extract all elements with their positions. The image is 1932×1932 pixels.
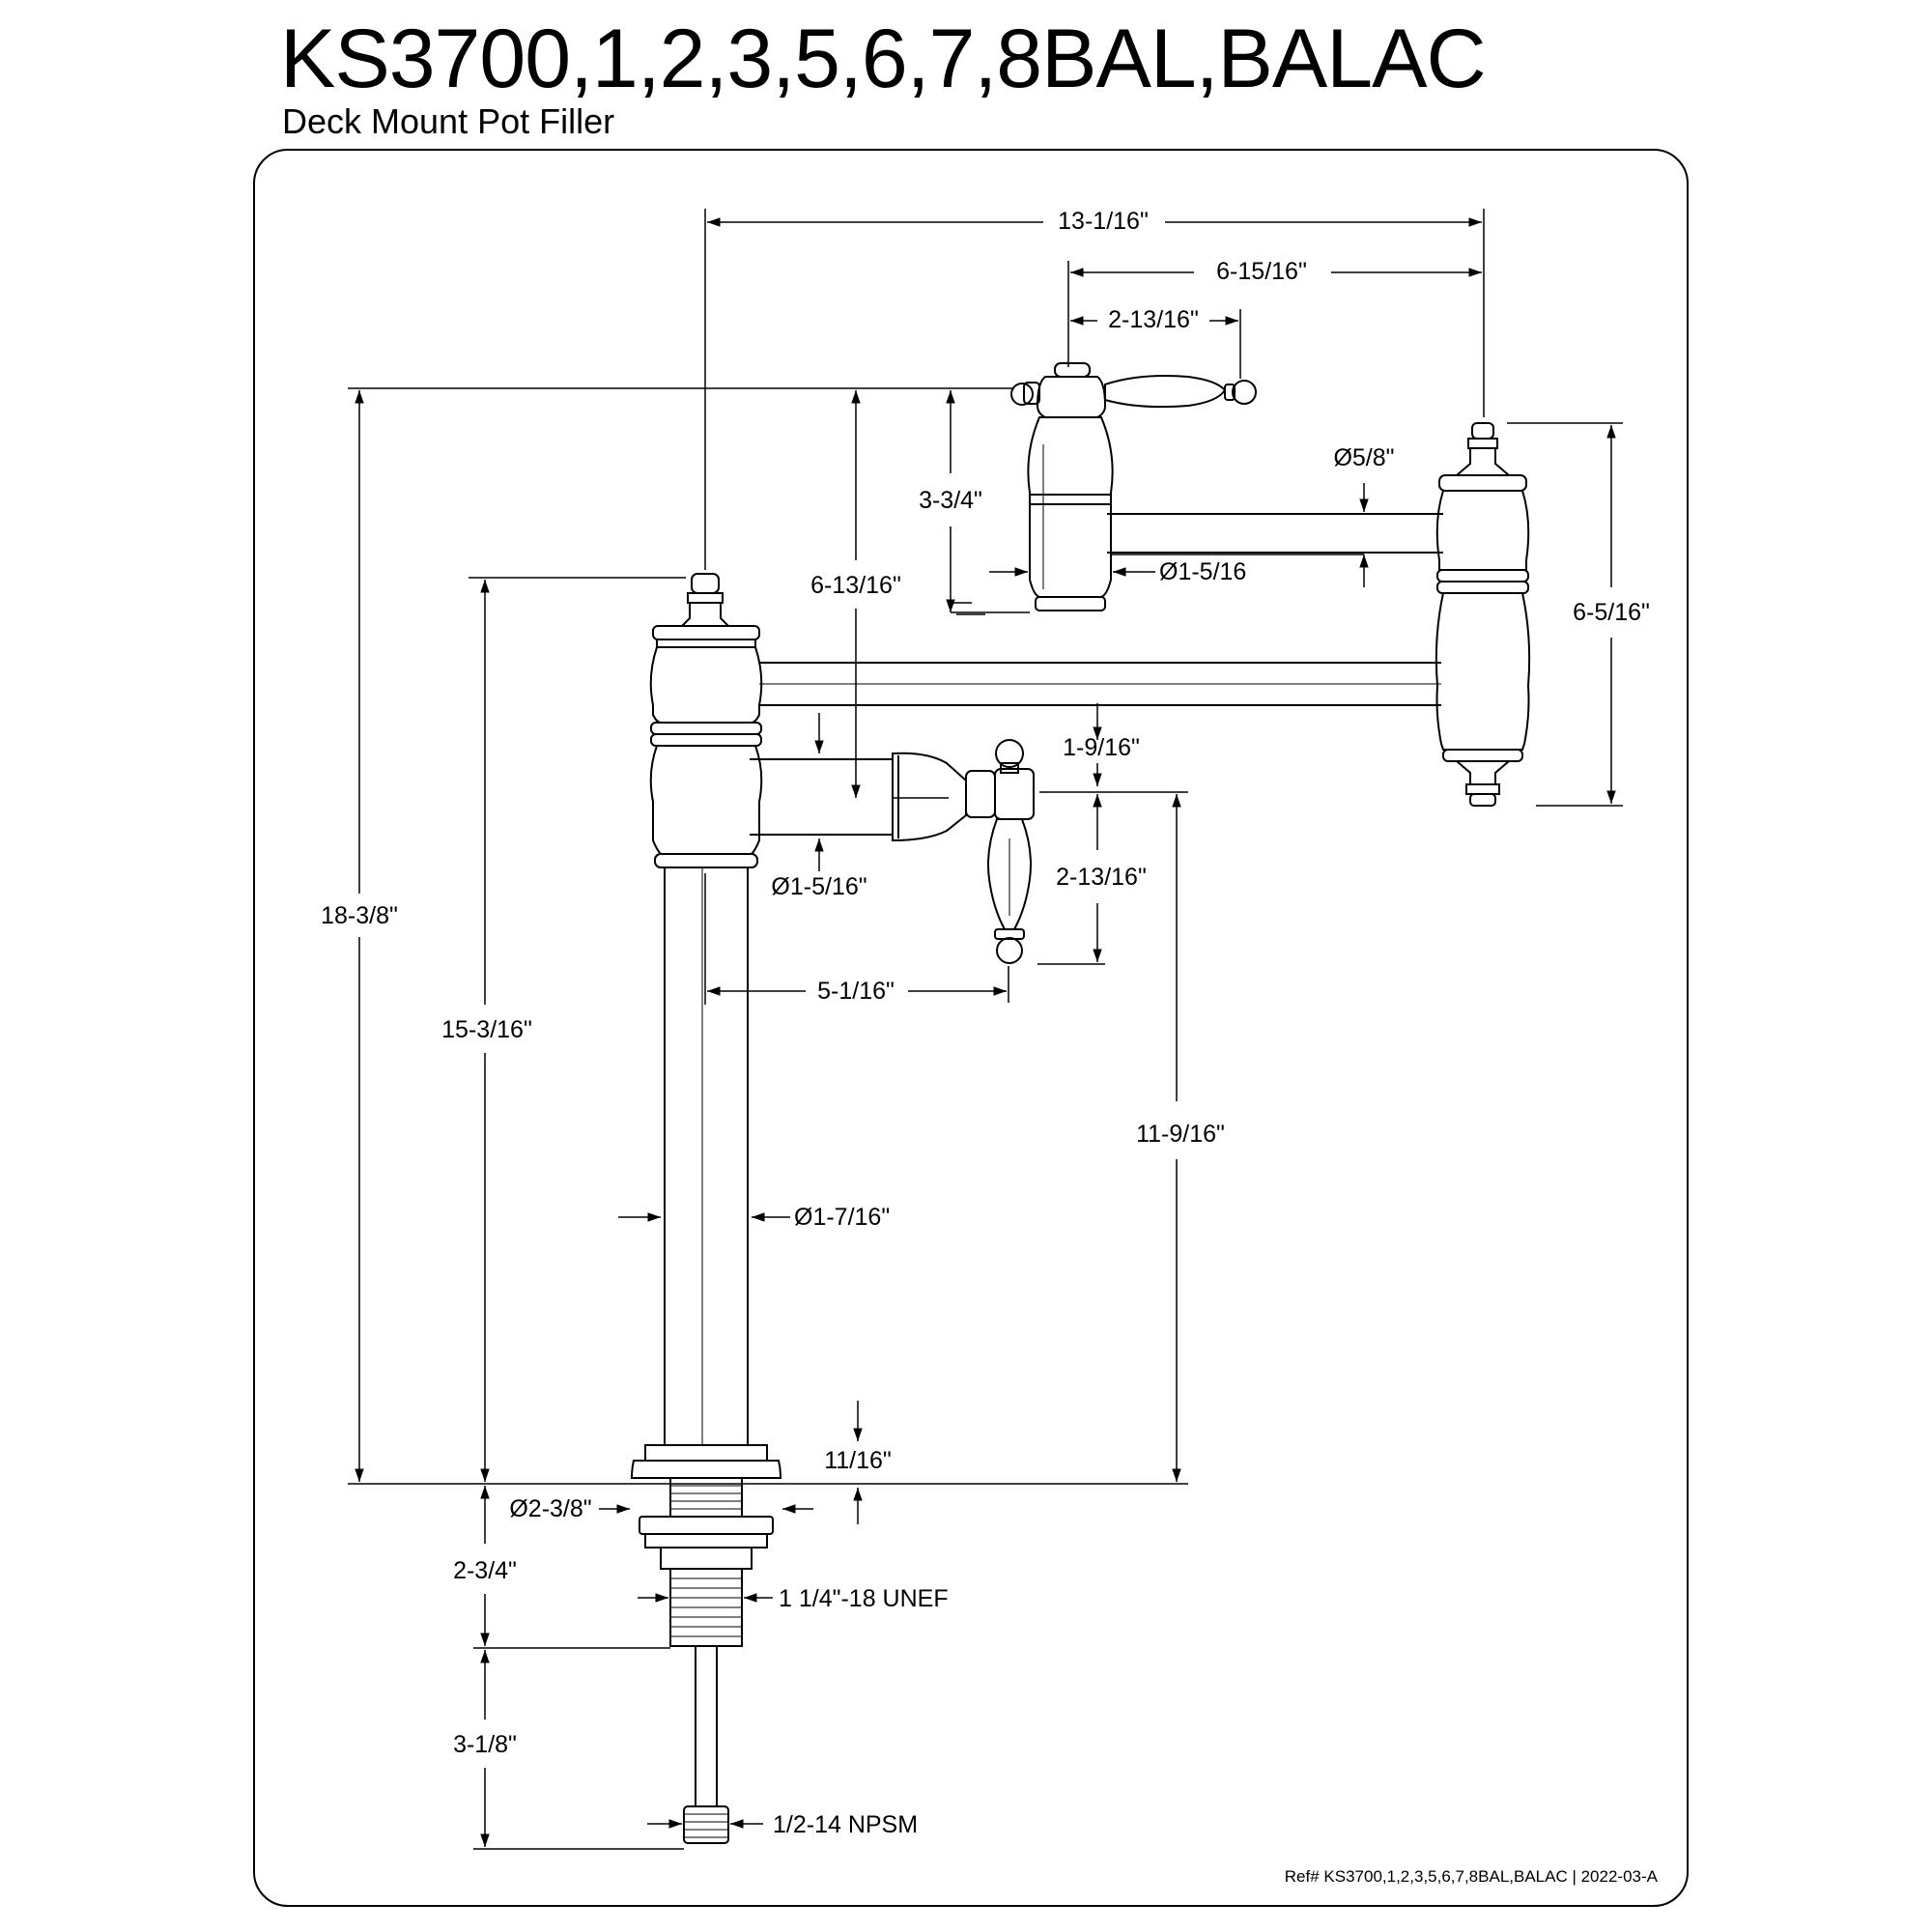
dim-lower-valve-diameter: Ø1-5/16" bbox=[771, 873, 867, 900]
dim-column-height: 15-3/16" bbox=[441, 1016, 532, 1043]
dim-base-diameter: Ø2-3/8" bbox=[509, 1495, 591, 1522]
dim-supply-thread: 1/2-14 NPSM bbox=[773, 1811, 918, 1838]
dimension-lines bbox=[355, 217, 1616, 1847]
top-valve-body bbox=[1027, 416, 1114, 611]
dim-total-to-top-valve: 6-13/16" bbox=[810, 572, 901, 599]
deck-base bbox=[630, 1444, 782, 1479]
dim-thread-spec: 1 1/4"-18 UNEF bbox=[779, 1585, 949, 1612]
dim-column-diameter: Ø1-7/16" bbox=[794, 1204, 890, 1231]
column-finial bbox=[652, 573, 760, 648]
dim-spout-body-height: 6-5/16" bbox=[1573, 599, 1650, 626]
page-title: KS3700,1,2,3,5,6,7,8BAL,BALAC bbox=[280, 13, 1487, 105]
dim-arm-to-spout: 6-15/16" bbox=[1216, 258, 1307, 285]
extension-lines bbox=[348, 209, 1623, 1850]
supply-tube bbox=[683, 1646, 729, 1844]
dim-lower-valve-reach: 5-1/16" bbox=[817, 978, 895, 1005]
dim-base-height: 11/16" bbox=[824, 1447, 892, 1474]
dim-overall-width: 13-1/16" bbox=[1058, 208, 1149, 235]
outlet-arm bbox=[1107, 513, 1443, 554]
pot-filler-drawing bbox=[630, 362, 1531, 1844]
dim-shank-length: 2-3/4" bbox=[453, 1557, 517, 1584]
threaded-shank bbox=[639, 1477, 774, 1647]
spout-body bbox=[1435, 422, 1531, 807]
top-handle bbox=[1010, 362, 1257, 418]
column-upper-joint bbox=[649, 646, 763, 868]
dim-spout-diameter: Ø5/8" bbox=[1333, 444, 1394, 471]
column-body bbox=[664, 867, 749, 1444]
dim-handle-offset: 1-9/16" bbox=[1063, 734, 1140, 761]
dim-supply-length: 3-1/8" bbox=[453, 1731, 517, 1758]
dim-top-valve-height: 3-3/4" bbox=[919, 487, 982, 514]
lower-handle bbox=[965, 739, 1035, 964]
dim-top-valve-diameter: Ø1-5/16 bbox=[1159, 558, 1246, 585]
dim-lower-handle-height: 2-13/16" bbox=[1056, 864, 1147, 891]
swing-arm bbox=[759, 662, 1441, 706]
dimension-labels: 13-1/16" 6-15/16" 2-13/16" Ø5/8" 3-3/4" … bbox=[321, 208, 1650, 1838]
drawing-frame bbox=[253, 149, 1689, 1907]
dim-handle-height-from-deck: 11-9/16" bbox=[1136, 1121, 1225, 1148]
dim-overall-height: 18-3/8" bbox=[321, 902, 398, 929]
page-subtitle: Deck Mount Pot Filler bbox=[282, 101, 615, 141]
lower-valve-body bbox=[750, 752, 967, 842]
dim-top-handle-width: 2-13/16" bbox=[1108, 306, 1199, 333]
reference-note: Ref# KS3700,1,2,3,5,6,7,8BAL,BALAC | 202… bbox=[1285, 1867, 1659, 1886]
